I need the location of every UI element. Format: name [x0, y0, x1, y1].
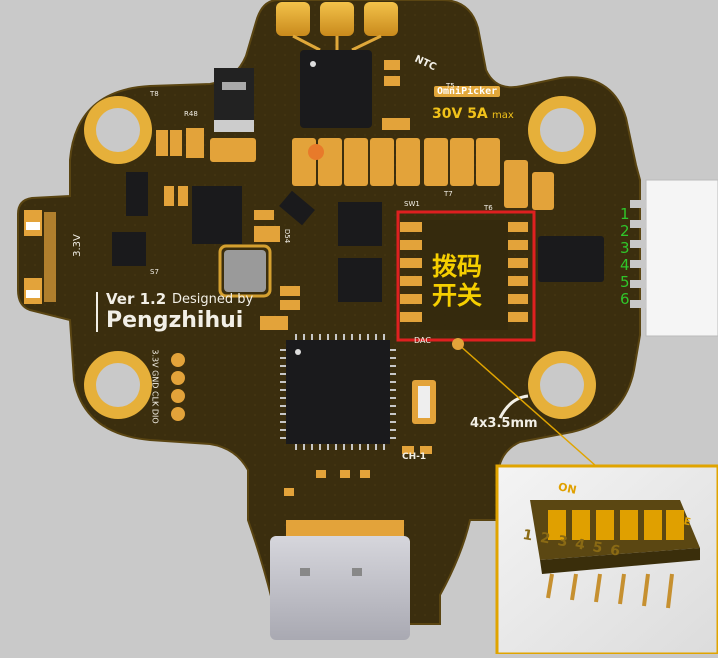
debug-pads [171, 353, 185, 421]
mcu-chip [286, 340, 390, 444]
mounting-holes [84, 96, 596, 419]
designer-name: Pengzhihui [106, 308, 244, 333]
refdes-t7: T7 [444, 190, 453, 198]
hole-size-label: 4x3.5mm [470, 416, 538, 431]
driver-ic [300, 50, 372, 128]
inset-switch-number: 5 [591, 539, 606, 558]
connector-pin-number: 4 [620, 256, 630, 274]
connector-pin-number: 3 [620, 239, 630, 257]
mcu-pins [280, 334, 396, 450]
left-ic [192, 186, 242, 244]
refdes-r48: R48 [184, 110, 198, 118]
connector-pin-number: 6 [620, 290, 630, 308]
capacitor-row [210, 138, 554, 210]
inset-photo [495, 464, 718, 656]
crystal [224, 250, 266, 292]
refdes-d54: D54 [283, 228, 292, 244]
refdes-sw1: SW1 [404, 200, 420, 208]
diode-package [214, 68, 254, 130]
inset-switch-number: 2 [538, 529, 554, 548]
passive-components [156, 60, 432, 496]
highlight-box [396, 210, 536, 342]
mosfet-2 [338, 258, 382, 302]
refdes-t5: T5 [446, 82, 455, 90]
inset-switch-number: 3 [556, 533, 571, 551]
top-motor-pads [276, 2, 398, 52]
inset-switch-number: 6 [608, 542, 624, 561]
small-ic [112, 232, 146, 266]
left-led-pads [24, 210, 56, 304]
debug-pins-label: 3.3V GND CLK DIO [150, 349, 160, 424]
connector-pin-number: 2 [620, 222, 630, 240]
inset-switch-number: 4 [573, 536, 589, 554]
refdes-dac: DAC [414, 336, 431, 345]
connector-pin-number: 1 [620, 205, 630, 223]
dip-switch-label: 拨码 开关 [432, 252, 483, 310]
version-label: Ver 1.2 [106, 290, 167, 308]
version-bar [96, 292, 98, 332]
refdes-t8: T8 [150, 90, 159, 98]
rating-label: 30V 5A [432, 106, 488, 122]
mosfet-1 [338, 202, 382, 246]
right-ic [538, 236, 604, 282]
refdes-ch1: CH-1 [402, 452, 427, 462]
voltage-label: 3.3V [71, 234, 83, 257]
designed-by-label: Designed by [172, 292, 254, 307]
side-connector [645, 179, 718, 337]
rating-suffix: max [492, 110, 514, 121]
callout-line [457, 343, 597, 467]
usb-c-connector [270, 520, 410, 640]
refdes-c1: S7 [150, 268, 159, 276]
brand-label: OmniPicker [434, 86, 501, 97]
refdes-t6: T6 [484, 204, 493, 212]
inset-switch-number: 1 [521, 526, 536, 545]
dip-switch-footprint [400, 220, 528, 330]
connector-pin-number: 5 [620, 273, 630, 291]
